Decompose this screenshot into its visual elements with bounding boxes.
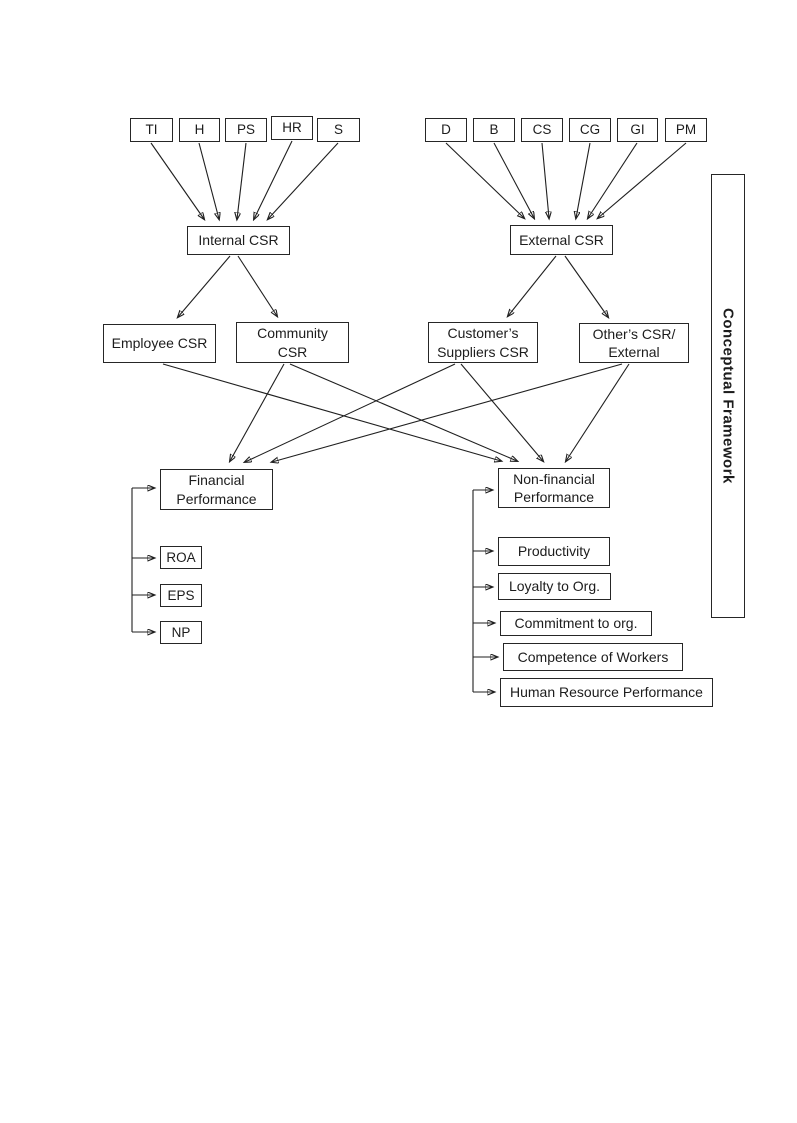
conceptual-framework-label: Conceptual Framework xyxy=(719,308,737,484)
indicator-box-hr-performance: Human Resource Performance xyxy=(500,678,713,707)
arrow-community-nonfinancial xyxy=(289,363,517,461)
arrow-s-internal xyxy=(268,142,339,219)
indicator-box-commitment: Commitment to org. xyxy=(500,611,652,636)
indicator-box-roa: ROA xyxy=(160,546,202,569)
indicator-box-np: NP xyxy=(160,621,202,644)
external-csr-box: External CSR xyxy=(510,225,613,255)
arrow-pm-external xyxy=(598,142,687,218)
input-label: GI xyxy=(630,122,645,138)
arrow-community-financial xyxy=(230,363,285,461)
input-box-s: S xyxy=(317,118,360,142)
indicator-label: Competence of Workers xyxy=(517,648,669,665)
indicator-label: EPS xyxy=(167,587,195,603)
indicator-label: NP xyxy=(171,624,191,640)
indicator-label: Human Resource Performance xyxy=(510,684,703,701)
input-box-gi: GI xyxy=(617,118,658,142)
community-csr-box: Community CSR xyxy=(236,322,349,363)
input-box-ti: TI xyxy=(130,118,173,142)
arrow-b-external xyxy=(493,142,534,218)
input-box-h: H xyxy=(179,118,220,142)
indicator-box-eps: EPS xyxy=(160,584,202,607)
indicator-label: Commitment to org. xyxy=(514,615,638,632)
input-box-hr: HR xyxy=(271,116,313,140)
employee-csr-label: Employee CSR xyxy=(111,335,208,352)
conceptual-framework-box: Conceptual Framework xyxy=(711,174,745,618)
employee-csr-box: Employee CSR xyxy=(103,324,216,363)
customers-suppliers-csr-box: Customer’s Suppliers CSR xyxy=(428,322,538,363)
arrow-internal-employee xyxy=(178,255,231,317)
input-label: CS xyxy=(532,122,552,138)
others-csr-line2: External xyxy=(608,344,660,360)
input-box-b: B xyxy=(473,118,515,142)
input-label: TI xyxy=(145,122,158,138)
nonfinancial-performance-box: Non-financial Performance xyxy=(498,468,610,508)
input-label: B xyxy=(489,122,499,138)
others-csr-external-box: Other’s CSR/ External xyxy=(579,323,689,363)
input-label: PM xyxy=(675,122,697,138)
arrow-external-others xyxy=(564,255,608,317)
indicator-box-productivity: Productivity xyxy=(498,537,610,566)
arrow-ti-internal xyxy=(150,142,204,219)
arrow-cg-external xyxy=(576,142,591,218)
nonfinancial-performance-line2: Performance xyxy=(513,489,595,505)
financial-performance-box: Financial Performance xyxy=(160,469,273,510)
community-csr-line1: Community xyxy=(257,325,328,342)
arrow-cs-external xyxy=(541,142,549,218)
input-box-cs: CS xyxy=(521,118,563,142)
arrow-h-internal xyxy=(198,142,219,219)
customers-suppliers-line1: Customer’s xyxy=(447,325,519,342)
community-csr-line2: CSR xyxy=(277,343,308,360)
indicator-box-competence: Competence of Workers xyxy=(503,643,683,671)
input-label: D xyxy=(441,122,451,138)
input-box-cg: CG xyxy=(569,118,611,142)
external-csr-label: External CSR xyxy=(519,231,604,248)
arrow-hr-internal xyxy=(254,140,293,219)
input-label: PS xyxy=(236,122,255,138)
arrow-gi-external xyxy=(588,142,638,218)
financial-performance-line1: Financial xyxy=(188,472,245,489)
arrow-ps-internal xyxy=(237,142,247,219)
indicator-label: Loyalty to Org. xyxy=(508,578,601,595)
indicator-label: Productivity xyxy=(517,543,591,560)
indicator-box-loyalty: Loyalty to Org. xyxy=(498,573,611,600)
arrow-others-financial xyxy=(272,363,623,462)
arrow-customers-nonfinancial xyxy=(460,363,543,461)
indicator-label: ROA xyxy=(166,549,196,565)
customers-suppliers-line2: Suppliers CSR xyxy=(437,343,529,360)
input-label: HR xyxy=(282,120,302,136)
nonfinancial-performance-line1: Non-financial xyxy=(513,470,595,487)
arrow-external-customers xyxy=(508,255,557,316)
input-label: H xyxy=(194,122,205,138)
arrow-customers-financial xyxy=(245,363,456,462)
input-box-d: D xyxy=(425,118,467,142)
arrow-d-external xyxy=(445,142,524,218)
arrow-internal-community xyxy=(237,255,277,316)
arrow-employee-nonfinancial xyxy=(162,363,501,461)
input-label: S xyxy=(333,122,343,138)
input-box-pm: PM xyxy=(665,118,707,142)
input-box-ps: PS xyxy=(225,118,267,142)
internal-csr-label: Internal CSR xyxy=(198,232,279,249)
internal-csr-box: Internal CSR xyxy=(187,226,290,255)
input-label: CG xyxy=(579,122,601,138)
others-csr-line1: Other’s CSR/ xyxy=(592,325,676,342)
financial-performance-line2: Performance xyxy=(176,490,257,507)
arrow-others-nonfinancial xyxy=(566,363,630,461)
